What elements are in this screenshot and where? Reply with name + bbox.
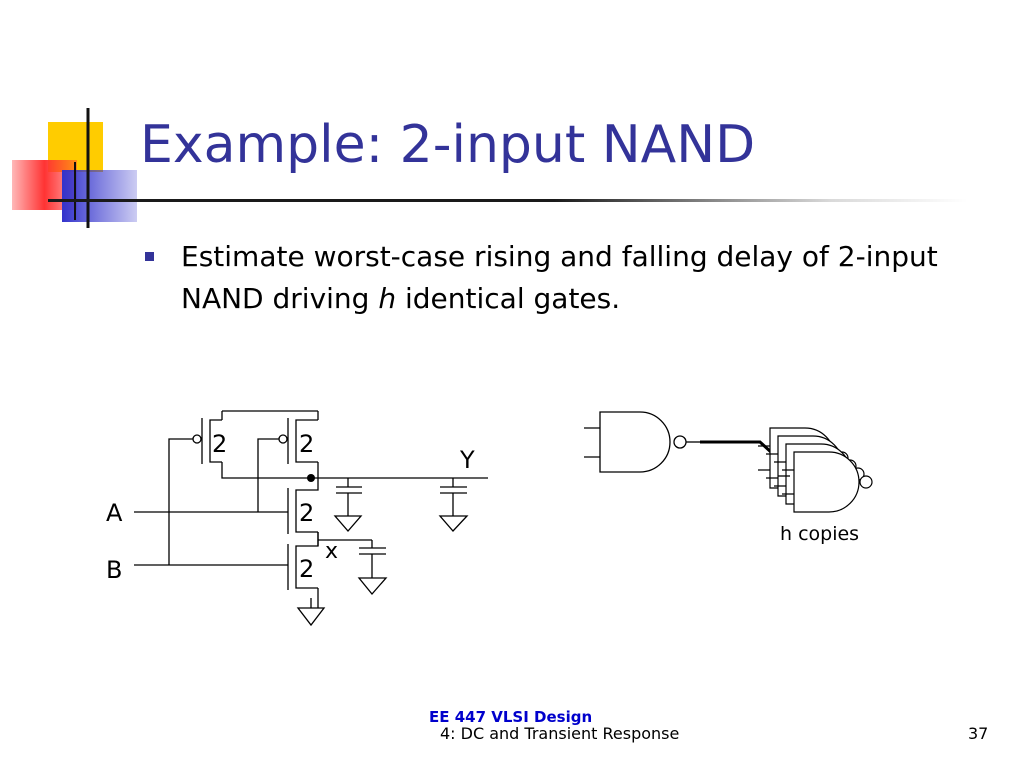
nmos-b-width-label: 2	[299, 555, 314, 583]
footer-course: EE 447 VLSI Design	[429, 708, 593, 726]
input-a-label: A	[106, 499, 123, 527]
output-wire	[221, 462, 488, 479]
output-y-label: Y	[459, 446, 475, 474]
nmos-b-transistor	[134, 532, 319, 590]
decorative-logo	[12, 108, 137, 228]
input-b-label: B	[106, 556, 122, 584]
bullet-text-italic: h	[378, 282, 397, 315]
vdd-rail	[221, 410, 319, 420]
nmos-a-transistor	[134, 478, 319, 534]
h-copies-label: h copies	[780, 523, 859, 545]
pmos-a-width-label: 2	[212, 430, 227, 458]
pmos-b-width-label: 2	[299, 430, 314, 458]
pmos-a-transistor	[168, 418, 222, 565]
output-capacitor	[333, 478, 363, 532]
bullet-item: Estimate worst-case rising and falling d…	[143, 236, 1003, 320]
bullet-text-part1: Estimate worst-case rising and falling d…	[181, 240, 938, 315]
bullet-text-part2: identical gates.	[396, 282, 621, 315]
bullet-list: Estimate worst-case rising and falling d…	[143, 236, 1003, 320]
driving-nand-gate	[584, 411, 700, 473]
ground-symbol	[296, 588, 326, 627]
pmos-b-transistor	[257, 418, 318, 512]
internal-node-label: x	[325, 539, 338, 564]
square-bullet-icon	[145, 252, 154, 261]
load-capacitor	[438, 478, 469, 532]
nmos-a-width-label: 2	[299, 499, 314, 527]
slide-title: Example: 2-input NAND	[140, 115, 756, 175]
title-underline	[48, 199, 968, 202]
load-nand-gates	[758, 427, 873, 513]
nand-schematic	[134, 410, 488, 627]
footer-topic: 4: DC and Transient Response	[440, 724, 680, 743]
page-number: 37	[968, 724, 989, 743]
node-x-capacitor	[357, 540, 388, 596]
output-junction-dot	[307, 474, 315, 482]
